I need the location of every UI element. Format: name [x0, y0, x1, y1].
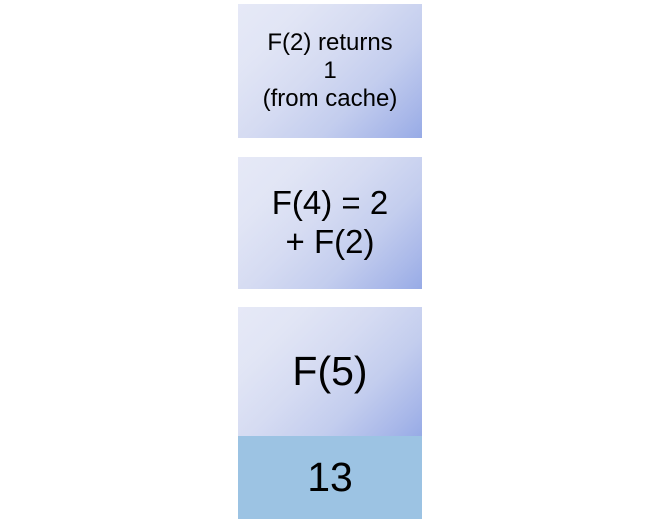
stack-frame-f5-label: F(5) — [292, 348, 368, 395]
stack-frame-f4-label: F(4) = 2 + F(2) — [271, 184, 389, 260]
final-result-box[interactable]: 13 — [238, 436, 422, 519]
stack-frame-cache-return[interactable]: F(2) returns 1 (from cache) — [238, 4, 422, 138]
stack-frame-f4[interactable]: F(4) = 2 + F(2) — [238, 157, 422, 289]
stack-frame-f5[interactable]: F(5) — [238, 307, 422, 436]
final-result-label: 13 — [307, 454, 353, 501]
stack-frame-cache-return-label: F(2) returns 1 (from cache) — [262, 28, 398, 113]
